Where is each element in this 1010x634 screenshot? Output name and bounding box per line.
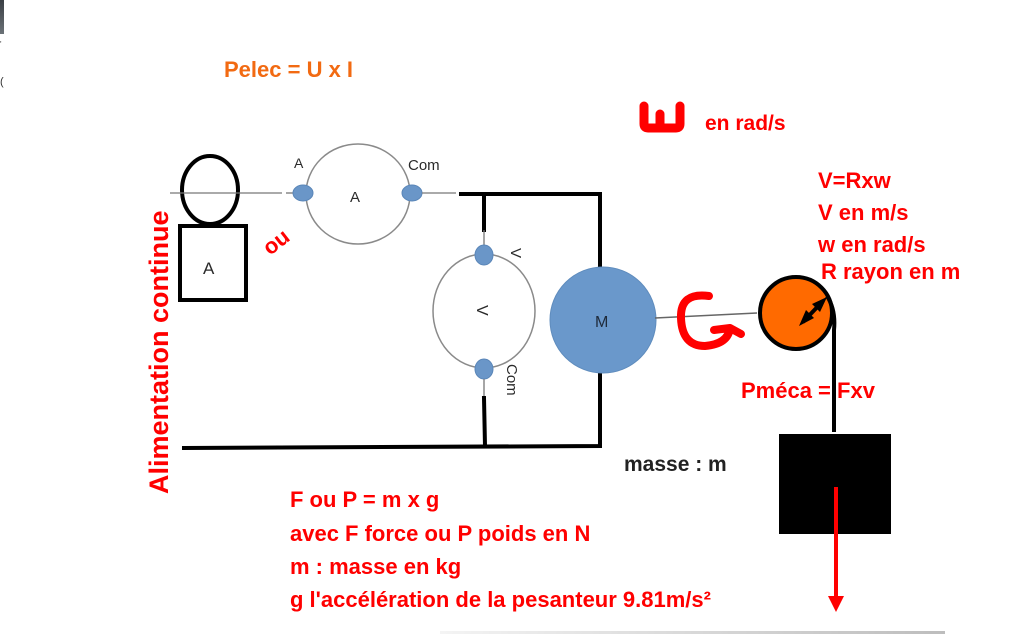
edge-fragment-2: ( [0, 76, 4, 88]
rotation-arrow-icon [677, 291, 745, 350]
force-note-4: g l'accélération de la pesanteur 9.81m/s… [290, 587, 711, 612]
force-note-3: m : masse en kg [290, 554, 461, 579]
pelec-formula: Pelec = U x I [224, 57, 353, 82]
pmeca-formula: Pméca = Fxv [741, 378, 876, 403]
pulley [758, 275, 834, 351]
force-note-2: avec F force ou P poids en N [290, 521, 590, 546]
voltmeter-terminal-com-label: Com [503, 364, 520, 396]
omega-icon [639, 101, 685, 133]
rope [825, 294, 837, 432]
ammeter-terminal-com-label: Com [408, 157, 440, 174]
mass-label: masse : m [624, 453, 727, 476]
voltmeter-label: V [473, 305, 490, 316]
omega-unit: en rad/s [705, 112, 786, 135]
voltmeter-terminal-v [474, 244, 494, 266]
voltmeter-terminal-com [474, 358, 494, 380]
supply-label: Alimentation continue [144, 211, 174, 495]
motor: M [549, 266, 657, 374]
ammeter: A A Com [292, 143, 440, 245]
clamp-ammeter: A [178, 154, 248, 302]
velocity-note-4: R rayon en m [821, 259, 960, 284]
edge-fragment-1: ' [0, 40, 2, 49]
weight-arrow-icon [828, 487, 844, 612]
velocity-note-1: V=Rxw [818, 168, 892, 193]
radius-arrow-icon [799, 297, 827, 326]
ammeter-label: A [350, 189, 360, 206]
or-label: ou [258, 224, 295, 260]
motor-label: M [595, 314, 608, 331]
velocity-note-2: V en m/s [818, 200, 908, 225]
voltmeter: V V Com [432, 244, 536, 396]
ammeter-terminal-com [401, 184, 423, 202]
ammeter-terminal-a-label: A [294, 155, 304, 171]
velocity-note-3: w en rad/s [817, 232, 926, 257]
motor-shaft [654, 312, 758, 319]
clamp-meter-label: A [203, 259, 215, 278]
voltmeter-terminal-v-label: V [507, 248, 524, 258]
window-edge-strip [0, 0, 4, 34]
force-note-1: F ou P = m x g [290, 487, 439, 512]
bottom-edge-bar [440, 631, 945, 634]
ammeter-terminal-a [292, 184, 314, 202]
